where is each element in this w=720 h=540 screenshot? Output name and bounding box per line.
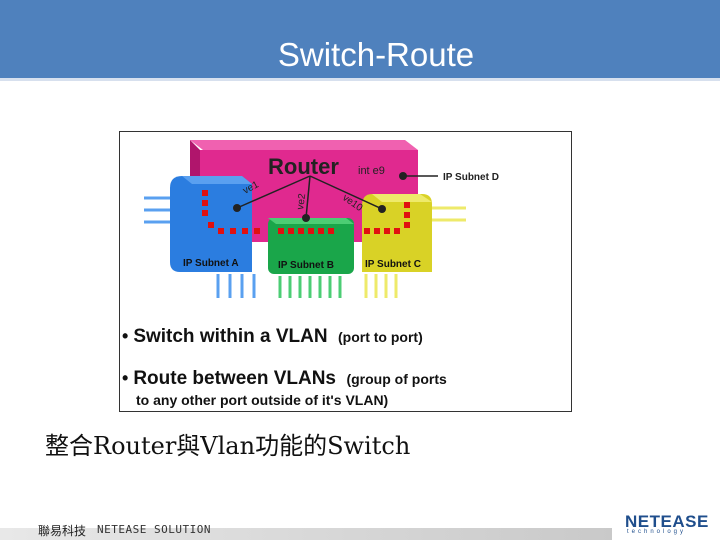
netease-logo: NETEASE technology bbox=[625, 512, 708, 538]
logo-subtext: technology bbox=[627, 529, 687, 535]
cables-subnet-b bbox=[278, 276, 342, 298]
subnet-d-label: IP Subnet D bbox=[443, 172, 499, 183]
subnet-b-label: IP Subnet B bbox=[278, 260, 334, 271]
footer-company-cn: 聯易科技 bbox=[38, 524, 87, 538]
footer-company-en: NETEASE SOLUTION bbox=[97, 523, 211, 536]
slide-title: Switch-Route bbox=[277, 36, 475, 73]
port-markers bbox=[202, 190, 410, 234]
interface-lines bbox=[236, 175, 438, 219]
ve10-node bbox=[378, 205, 386, 213]
ve1-node bbox=[233, 204, 241, 212]
bullet-2: • Route between VLANs (group of ports bbox=[122, 368, 447, 389]
bullet-1-normal: (port to port) bbox=[338, 329, 423, 345]
router-label: Router bbox=[268, 154, 339, 179]
slide-caption: 整合Router與Vlan功能的Switch bbox=[45, 432, 411, 460]
cables-subnet-c bbox=[364, 206, 466, 298]
footer-bar bbox=[0, 528, 612, 540]
bullet-2-normal: (group of ports bbox=[346, 371, 447, 387]
bullet-2-bold: Route between VLANs bbox=[133, 368, 336, 389]
title-bar: Switch-Route bbox=[0, 0, 720, 81]
subnet-c-label: IP Subnet C bbox=[365, 259, 421, 270]
ve2-node bbox=[302, 214, 310, 222]
e9-node bbox=[399, 172, 407, 180]
ve2-label: ve2 bbox=[295, 192, 308, 210]
bullet-1: • Switch within a VLAN (port to port) bbox=[122, 326, 423, 347]
cables-subnet-a bbox=[144, 196, 256, 298]
logo-text: NETEASE bbox=[625, 512, 709, 531]
router-vlan-diagram: Router int e9 bbox=[119, 131, 572, 412]
int-e9-label: int e9 bbox=[358, 165, 385, 177]
bullet-1-bold: Switch within a VLAN bbox=[133, 326, 327, 347]
subnet-a-label: IP Subnet A bbox=[183, 258, 239, 269]
bullet-2-continuation: to any other port outside of it's VLAN) bbox=[136, 392, 388, 408]
